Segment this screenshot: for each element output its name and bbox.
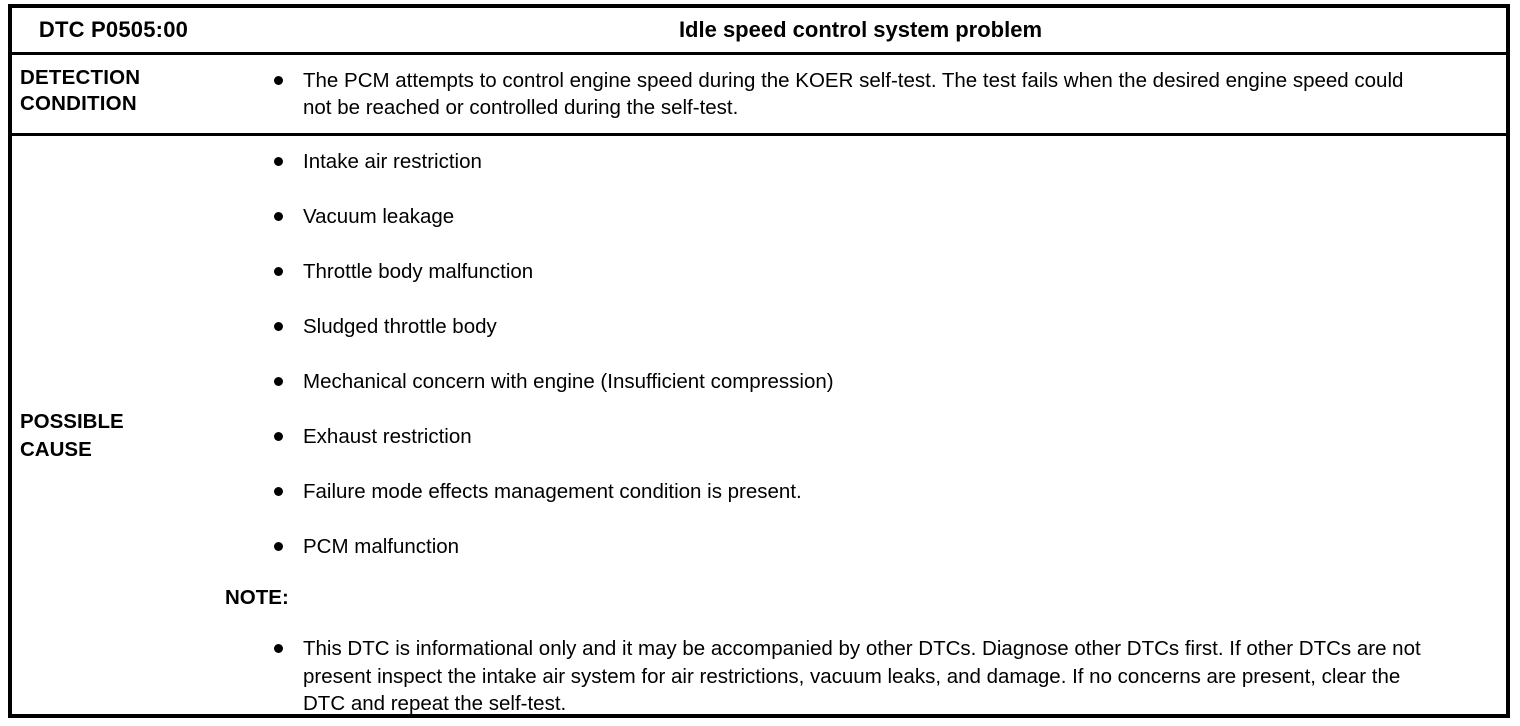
list-item-text: Failure mode effects management conditio… [303, 480, 802, 503]
list-item: Throttle body malfunction [215, 258, 1496, 285]
detection-condition-list: The PCM attempts to control engine speed… [215, 67, 1496, 121]
detection-condition-content-cell: The PCM attempts to control engine speed… [215, 53, 1506, 136]
possible-cause-content-cell: Intake air restriction Vacuum leakage Th… [215, 135, 1506, 718]
list-item: Intake air restriction [215, 148, 1496, 175]
bullet-icon [274, 267, 283, 276]
list-item: Sludged throttle body [215, 313, 1496, 340]
bullet-icon [274, 76, 283, 85]
list-item: Vacuum leakage [215, 203, 1496, 230]
dtc-table: DTC P0505:00 Idle speed control system p… [8, 4, 1510, 718]
bullet-icon [274, 212, 283, 221]
page-title: Idle speed control system problem [678, 17, 1043, 42]
list-item: The PCM attempts to control engine speed… [215, 67, 1496, 121]
bullet-icon [274, 644, 283, 653]
list-item-text: Vacuum leakage [303, 205, 455, 228]
bullet-icon [274, 487, 283, 496]
bullet-icon [274, 157, 283, 166]
possible-cause-content: Intake air restriction Vacuum leakage Th… [215, 136, 1506, 718]
possible-cause-list: Intake air restriction Vacuum leakage Th… [215, 148, 1496, 560]
table-row-header: DTC P0505:00 Idle speed control system p… [12, 8, 1506, 55]
list-item: Exhaust restriction [215, 423, 1496, 450]
possible-cause-label-wrap: POSSIBLE CAUSE [12, 136, 215, 718]
list-item-text: PCM malfunction [303, 535, 460, 558]
dtc-code: DTC P0505:00 [38, 17, 189, 42]
note-list: This DTC is informational only and it ma… [215, 635, 1496, 718]
bullet-icon [274, 432, 283, 441]
list-item-text: Exhaust restriction [303, 425, 472, 448]
table-row-possible-cause: POSSIBLE CAUSE Intake air restriction [12, 135, 1506, 718]
dtc-code-cell: DTC P0505:00 [12, 8, 215, 55]
detection-condition-content: The PCM attempts to control engine speed… [215, 55, 1506, 133]
list-item-text: Mechanical concern with engine (Insuffic… [303, 370, 834, 393]
dtc-title-cell: Idle speed control system problem [215, 8, 1506, 55]
bullet-icon [274, 377, 283, 386]
list-item-text: Intake air restriction [303, 150, 482, 173]
dtc-grid: DTC P0505:00 Idle speed control system p… [12, 8, 1506, 718]
note-label: NOTE: [225, 586, 289, 609]
possible-cause-label: POSSIBLE CAUSE [20, 410, 124, 461]
detection-condition-label-cell: DETECTION CONDITION [12, 53, 215, 136]
table-row-detection-condition: DETECTION CONDITION The PCM attempts to … [12, 53, 1506, 136]
list-item-text: Sludged throttle body [303, 315, 497, 338]
possible-cause-label-cell: POSSIBLE CAUSE [12, 135, 215, 718]
list-item-text: The PCM attempts to control engine speed… [303, 69, 1404, 119]
bullet-icon [274, 542, 283, 551]
list-item: Mechanical concern with engine (Insuffic… [215, 368, 1496, 395]
list-item: PCM malfunction [215, 533, 1496, 560]
bullet-icon [274, 322, 283, 331]
list-item-text: Throttle body malfunction [303, 260, 534, 283]
list-item: This DTC is informational only and it ma… [215, 635, 1496, 718]
list-item-text: This DTC is informational only and it ma… [303, 637, 1421, 715]
detection-condition-label: DETECTION CONDITION [20, 66, 141, 115]
list-item: Failure mode effects management conditio… [215, 478, 1496, 505]
